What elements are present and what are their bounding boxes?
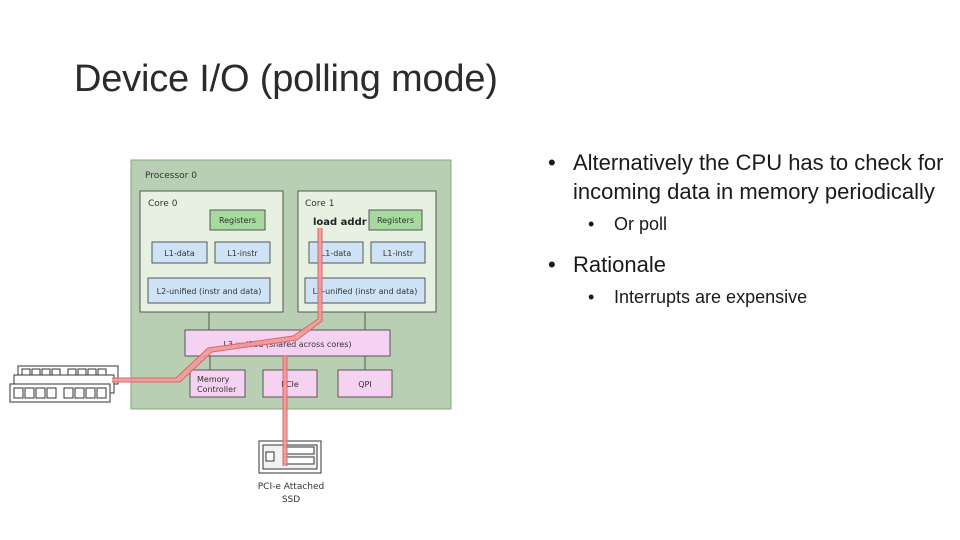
- qpi-box: [337, 369, 393, 398]
- ssd-label-2: SSD: [282, 495, 300, 505]
- core1-l2-label: L2-unified (instr and data): [313, 287, 418, 296]
- processor-label: Processor 0: [145, 171, 197, 181]
- ssd-icon: [258, 440, 322, 474]
- load-data-path-outline: [112, 228, 323, 466]
- l3-cache-label: L3-unified (shared across cores): [223, 340, 351, 349]
- core0-l1-data-label: L1-data: [164, 249, 195, 258]
- memory-controller-label-2: Controller: [197, 385, 237, 394]
- core1-label: Core 1: [305, 199, 334, 209]
- core0-l1-instr: [214, 241, 271, 264]
- core1-l1-data-label: L1-data: [321, 249, 352, 258]
- ssd-label-1: PCI-e Attached: [258, 482, 325, 492]
- core0-label: Core 0: [148, 199, 178, 209]
- pcie-label: PCIe: [281, 380, 299, 389]
- bullet-item: • Alternatively the CPU has to check for …: [548, 148, 948, 206]
- core1-l2: [304, 277, 426, 304]
- sub-bullet-text: Or poll: [614, 214, 668, 234]
- core0-l2-label: L2-unified (instr and data): [157, 287, 262, 296]
- core1-registers-label: Registers: [377, 216, 414, 225]
- bullet-dot-icon: •: [548, 150, 556, 175]
- pcie-box: [262, 369, 318, 398]
- core1-registers: [368, 209, 423, 231]
- core0-registers-label: Registers: [219, 216, 256, 225]
- core1-l1-instr-label: L1-instr: [383, 249, 414, 258]
- memory-controller-label-1: Memory: [197, 375, 230, 384]
- memory-controller-box: [189, 369, 246, 398]
- sub-bullet-text: Interrupts are expensive: [614, 287, 808, 307]
- sub-bullet-item: • Or poll: [588, 212, 948, 236]
- memory-modules-icon: [9, 365, 119, 403]
- bullet-dot-icon: •: [588, 214, 595, 234]
- bullet-dot-icon: •: [548, 252, 556, 277]
- bullet-text: Rationale: [573, 252, 666, 277]
- core0-registers: [209, 209, 266, 231]
- bullet-item: • Rationale: [548, 250, 948, 279]
- core1-l1-instr: [370, 241, 426, 264]
- bullet-text: Alternatively the CPU has to check for i…: [573, 150, 944, 204]
- bullet-list: • Alternatively the CPU has to check for …: [548, 148, 948, 309]
- core1-load-label: load addr: [313, 217, 367, 228]
- qpi-label: QPI: [358, 380, 371, 389]
- sub-bullet-item: • Interrupts are expensive: [588, 285, 948, 309]
- load-data-path: [112, 228, 323, 466]
- core0-l2: [147, 277, 271, 304]
- l3-cache: [184, 329, 391, 357]
- bullet-dot-icon: •: [588, 287, 595, 307]
- core0-l1-data: [151, 241, 208, 264]
- core0-l1-instr-label: L1-instr: [227, 249, 258, 258]
- slide-title: Device I/O (polling mode): [74, 58, 498, 100]
